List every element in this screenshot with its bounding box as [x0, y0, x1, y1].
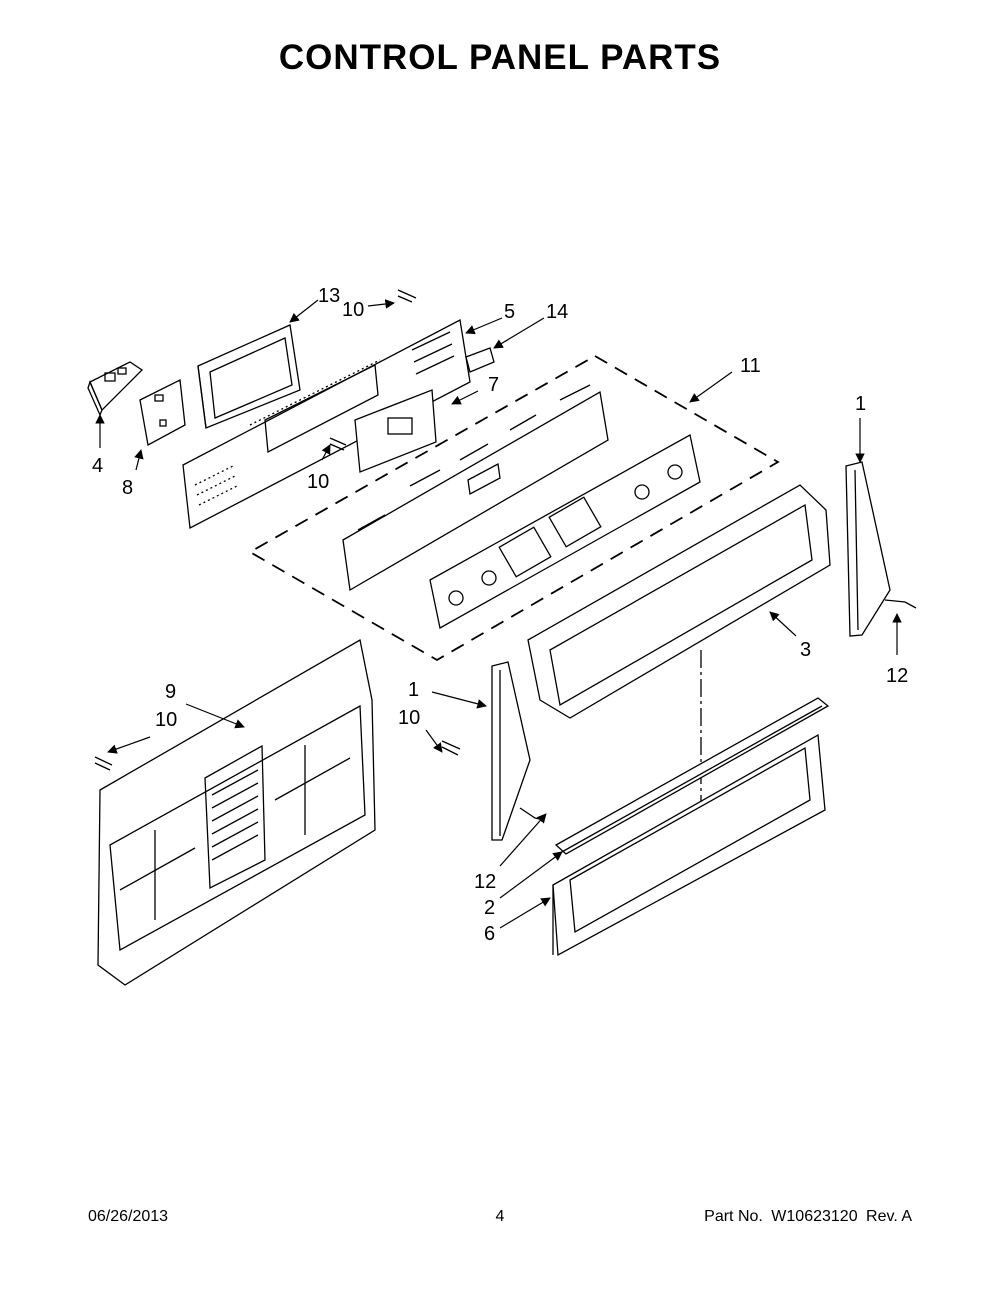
callout-3: 3	[800, 639, 811, 661]
part-13-duct	[197, 324, 301, 429]
callout-9: 9	[165, 681, 176, 703]
callout-12: 12	[886, 665, 908, 687]
screw-10-a	[397, 289, 417, 303]
callout-12: 12	[474, 871, 496, 893]
footer-date: 06/26/2013	[88, 1208, 169, 1225]
screw-10-b	[329, 437, 347, 451]
callout-10: 10	[342, 299, 364, 321]
callout-1-right: 1	[855, 393, 866, 415]
callout-11: 11	[740, 355, 761, 377]
callout-8: 8	[122, 477, 133, 499]
callout-4: 4	[92, 455, 103, 477]
overlay-panel	[429, 434, 701, 630]
callout-5: 5	[504, 301, 515, 323]
part-4-board	[87, 361, 144, 417]
part-2-rail	[554, 697, 830, 855]
footer-page-number: 4	[495, 1208, 505, 1225]
part-8-bracket	[139, 379, 186, 446]
callout-2: 2	[484, 897, 495, 919]
callout-10: 10	[398, 707, 420, 729]
assembly-outline	[248, 354, 780, 662]
part-9-rear-panel	[97, 638, 376, 986]
callout-7: 7	[488, 374, 499, 396]
callout-14: 14	[546, 301, 568, 323]
screw-10-d	[441, 740, 461, 756]
part-5-back-plate	[182, 319, 471, 530]
callout-10: 10	[307, 471, 329, 493]
callout-10: 10	[155, 709, 177, 731]
callout-1-left: 1	[408, 679, 419, 701]
revision: Rev. A	[866, 1208, 912, 1225]
part-14-connector	[465, 347, 495, 373]
part-number-label: Part No.	[704, 1208, 763, 1225]
callout-6: 6	[484, 923, 495, 945]
part-number: W10623120	[771, 1208, 858, 1225]
leader-lines	[95, 299, 902, 929]
footer-part-info: Part No. W10623120 Rev. A	[700, 1208, 912, 1226]
screw-10-c	[94, 756, 113, 771]
part-1-right-endcap	[845, 461, 917, 637]
part-7-module	[354, 389, 437, 473]
part-6-bracket	[552, 733, 826, 957]
part-3-trim	[527, 484, 831, 719]
page-title: CONTROL PANEL PARTS	[278, 38, 722, 77]
callout-13: 13	[318, 285, 340, 307]
part-1-left-endcap	[491, 661, 545, 841]
